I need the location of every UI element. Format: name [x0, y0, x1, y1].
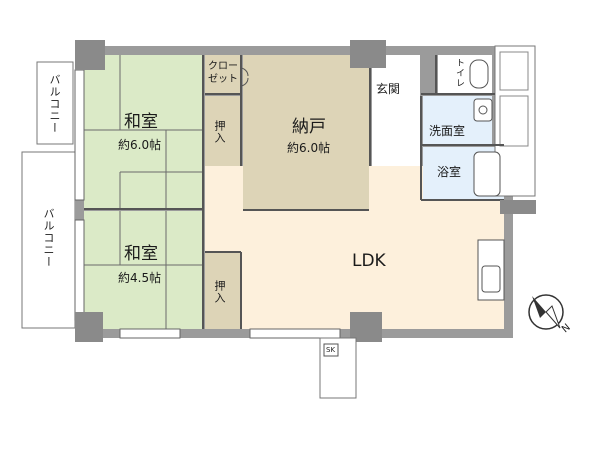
- kitchen-sink: [481, 265, 501, 293]
- nando-name: 納戸: [292, 117, 326, 137]
- nando-floor-2: [243, 55, 369, 210]
- ldk-name: LDK: [352, 251, 386, 271]
- washitsu-a-name: 和室: [124, 112, 158, 132]
- toilet-fixture: [469, 59, 489, 89]
- oshiire-top-floor: [205, 96, 240, 166]
- bathtub: [473, 151, 501, 197]
- hall-floor: [372, 100, 420, 166]
- basin: [473, 98, 493, 122]
- oshiire-bottom-label: 押入: [213, 280, 226, 304]
- balcony-bottom: [21, 151, 76, 329]
- tatami-lines: [84, 55, 203, 329]
- balcony-top-label: バルコニー: [48, 74, 61, 134]
- genkan-label: 玄関: [376, 82, 401, 96]
- closet-doors: [239, 67, 249, 87]
- balcony-top: [36, 61, 74, 145]
- balcony-bottom-label: バルコニー: [42, 208, 55, 268]
- oshiire-bottom-floor-2: [205, 252, 240, 329]
- room-washitsu-b-floor: [84, 211, 203, 329]
- washitsu-b-size: 約4.5帖: [118, 271, 162, 285]
- washitsu-a-size: 約6.0帖: [118, 138, 162, 152]
- compass-icon: [528, 294, 564, 330]
- washitsu-b-name: 和室: [124, 244, 158, 264]
- windows: [74, 69, 341, 339]
- columns: [75, 40, 536, 342]
- nando-size: 約6.0帖: [287, 141, 331, 155]
- room-washitsu-a-floor: [84, 55, 203, 208]
- closet-label-2: ゼット: [208, 74, 238, 85]
- inner-walls: [84, 55, 504, 329]
- closet-floor: [205, 55, 240, 93]
- oshiire-top-label: 押入: [213, 120, 226, 144]
- closet-label-1: クロー: [208, 61, 238, 72]
- toilet-label: トイレ: [454, 58, 464, 88]
- senmenshitsu-label: 洗面室: [429, 124, 466, 138]
- yokushitsu-label: 浴室: [437, 165, 462, 179]
- sk-label: SK: [326, 346, 336, 354]
